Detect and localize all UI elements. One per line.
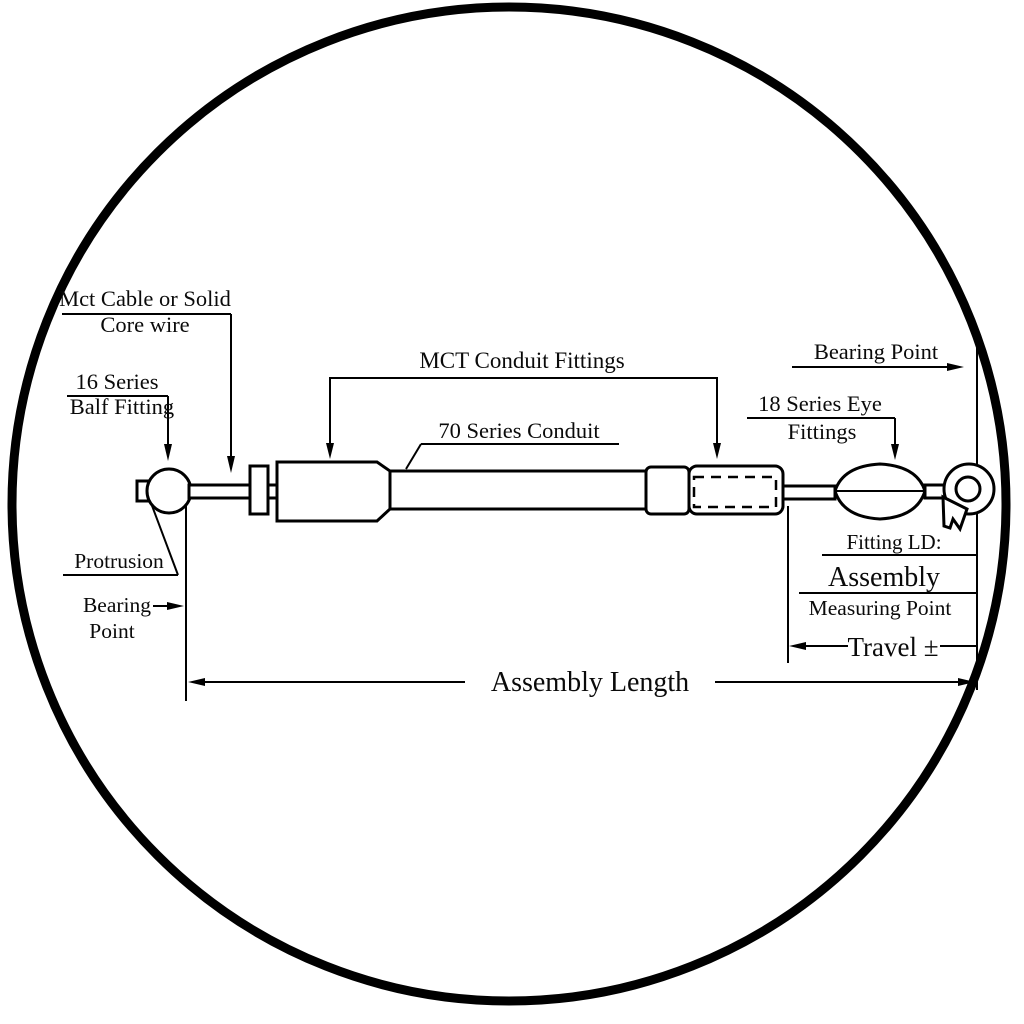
ball-fitting-label-line2: Balf Fitting: [70, 394, 174, 419]
fitting-id-label: Fitting LD:: [846, 530, 941, 554]
conduit-fitting-left-shape: [275, 460, 392, 523]
protrusion-label: Protrusion: [74, 549, 164, 573]
cable-label-line1: Mct Cable or Solid: [59, 286, 231, 311]
cable-label-line2: Core wire: [100, 312, 189, 337]
conduit-tube-shape: [388, 469, 648, 511]
hidden-thread-dashed-outline: [692, 475, 778, 509]
bearing-point-left-label-line1: Bearing: [83, 593, 151, 617]
eye-leader-arrow-icon: [891, 444, 899, 460]
eye-fittings-label-line2: Fittings: [788, 419, 857, 444]
eye-ring-inner-shape: [954, 475, 982, 503]
ball-leader-arrow-icon: [164, 444, 172, 461]
detail-bubble-circle: [7, 2, 1011, 1006]
conduit-fitting-right-shape: [644, 465, 691, 516]
dimension-lines: [188, 554, 976, 686]
bearing-point-left-arrow-icon: [167, 602, 184, 610]
extension-lines: [185, 341, 978, 701]
ball-fitting-label-line1: 16 Series: [75, 369, 158, 394]
bearing-point-right-label: Bearing Point: [814, 339, 939, 364]
conduit-leader-line: [405, 443, 422, 470]
protrusion-leader-line: [150, 502, 179, 576]
conduit-fittings-label: MCT Conduit Fittings: [419, 348, 624, 373]
conduit-fittings-left-arrow-icon: [326, 443, 334, 459]
bearing-point-right-arrow-icon: [947, 363, 964, 371]
assembly-length-right-arrow-icon: [958, 678, 975, 686]
ball-fitting-shape: [145, 467, 193, 515]
assembly-length-left-arrow-icon: [188, 678, 205, 686]
eye-fittings-label-line1: 18 Series Eye: [758, 391, 882, 416]
leader-lines: [62, 313, 964, 610]
cable-leader-arrow-icon: [227, 456, 235, 473]
cable-assembly: [135, 460, 996, 533]
conduit-fittings-right-arrow-icon: [713, 443, 721, 459]
assembly-length-label: Assembly Length: [491, 667, 689, 698]
collar-shape: [248, 464, 270, 516]
bearing-point-left-label-line2: Point: [89, 619, 134, 643]
travel-label: Travel ±: [847, 632, 938, 662]
eye-tab-shape: [941, 494, 969, 533]
conduit-label: 70 Series Conduit: [438, 418, 600, 443]
assembly-label: Assembly: [828, 562, 940, 593]
labels: Mct Cable or Solid Core wire 16 Series B…: [59, 286, 951, 698]
measuring-point-label: Measuring Point: [809, 596, 952, 620]
travel-left-arrow-icon: [789, 642, 806, 650]
cable-rod-right-shape: [781, 484, 837, 501]
conduit-fittings-bracket: [329, 377, 718, 444]
